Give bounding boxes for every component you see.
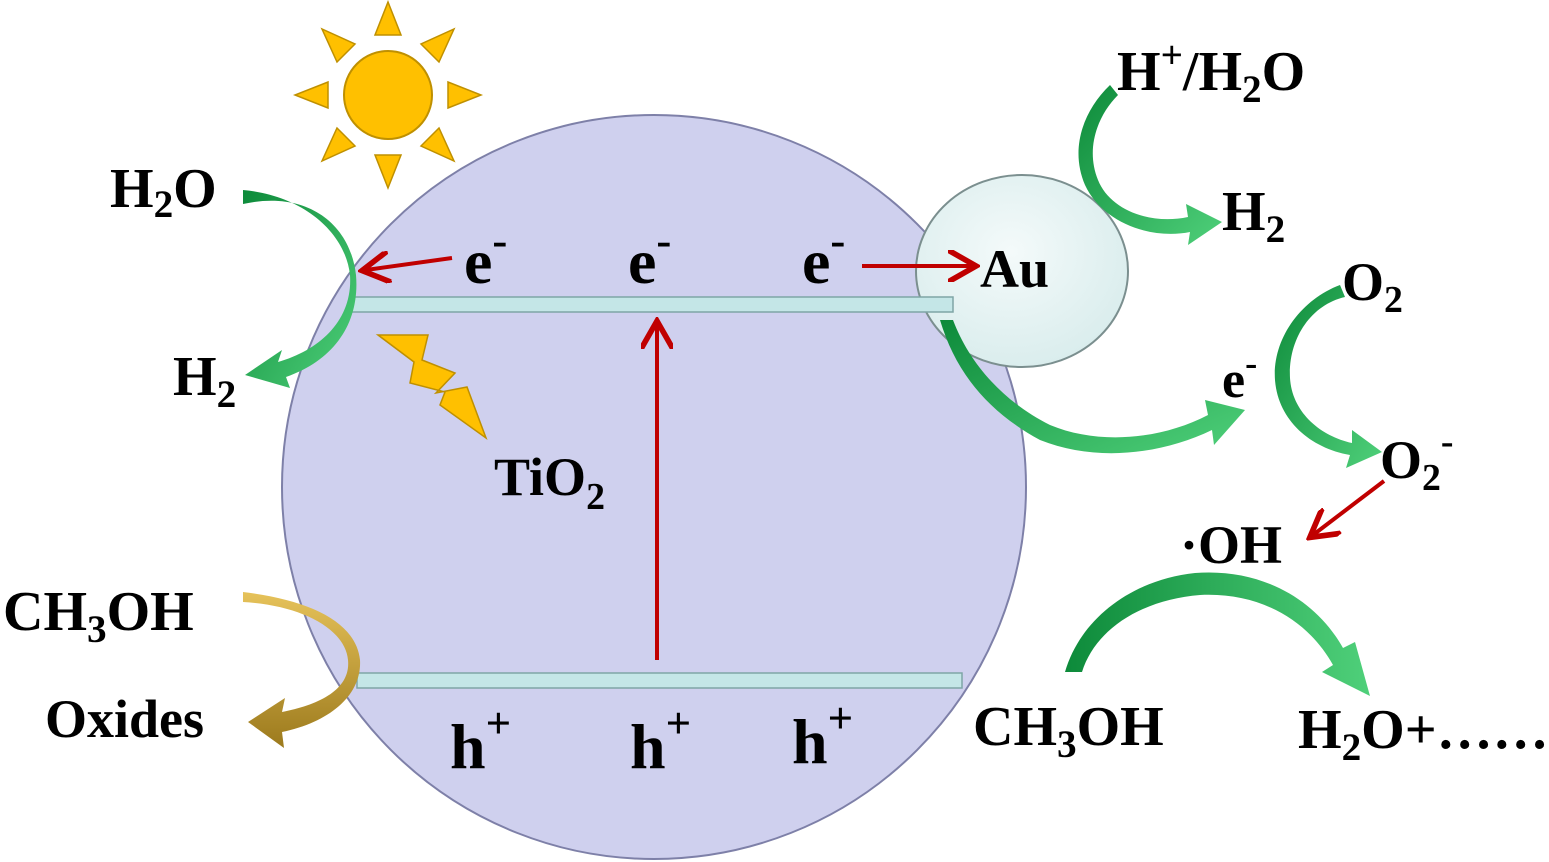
tio2-label: TiO2 [494,447,605,518]
cb-electron-label-2: e- [628,215,671,297]
proton-water-label: H+/H2O [1117,34,1305,111]
h2o-to-h2-curved-arrow [243,190,357,388]
water-products-label: H2O+…… [1298,699,1549,769]
lightning-bolt-icon [375,334,488,441]
h2-left-label: H2 [173,346,236,416]
superoxide-to-hydroxyl-arrow [1313,479,1386,535]
methanol-right-label: CH3OH [973,696,1164,766]
cb-electron-label-1: e- [464,215,507,297]
valence-band [356,672,963,689]
h2o-left-label: H2O [110,158,217,226]
vb-hole-label-3: h+ [792,693,853,777]
vb-hole-label-2: h+ [630,698,691,782]
electron-right-label: e- [1222,343,1257,409]
methanol-to-oxides-curved-arrow [243,592,361,748]
cb-electron-label-3: e- [802,215,845,297]
methanol-left-label: CH3OH [3,581,194,651]
au-label: Au [980,239,1049,299]
vb-hole-label-1: h+ [450,698,511,782]
methanol-oxidation-curved-arrow [1065,572,1370,696]
hydroxyl-radical-label: ·OH [1180,515,1282,575]
cb-to-electron-curved-arrow [940,320,1245,454]
conduction-band [349,296,954,313]
au-nanoparticle [915,174,1129,368]
o2-to-superoxide-curved-arrow [1274,285,1382,468]
sun-icon [292,0,484,191]
oxides-label: Oxides [45,689,204,749]
h2-right-label: H2 [1222,181,1285,251]
proton-to-h2-curved-arrow [1078,85,1222,245]
electron-left-arrow [366,258,453,270]
o2-label: O2 [1342,252,1403,321]
superoxide-label: O2- [1380,421,1454,499]
